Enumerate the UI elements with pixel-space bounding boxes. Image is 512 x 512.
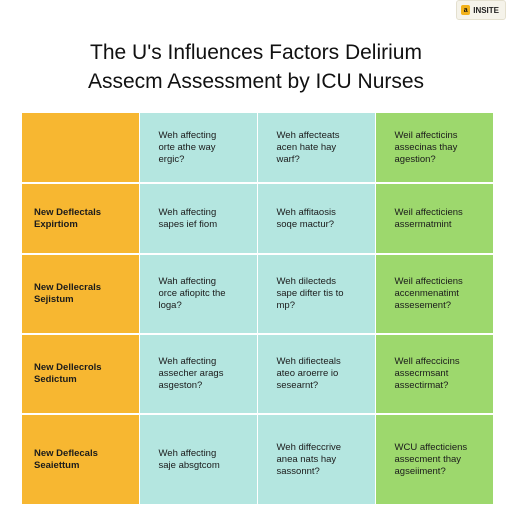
title-line-2: Assecm Assessment by ICU Nurses (87, 70, 425, 93)
row-label-cell: New Dellecrols Sedictum (22, 335, 139, 413)
cell-text: Weh affecting saje absgtcom (158, 447, 220, 471)
cell-text: Weh affecting sapes ief fiom (158, 206, 218, 230)
table-cell: Weil affecticiens accenmenatimt asseseme… (376, 255, 493, 333)
cell-text: Weh affitaosis soqe mactur? (276, 206, 336, 230)
brand-badge: a INSITE (456, 0, 506, 20)
cell-text: Wah affecting orce afiopitc the loga? (158, 276, 226, 311)
table-cell: Weh dilecteds sape difter tis to mp? (258, 255, 375, 333)
brand-label: INSITE (473, 5, 499, 15)
table-cell: WCU affecticiens assecment thay agseiime… (376, 415, 493, 504)
factors-table: Weh affecting orte athe way ergic? Weh a… (22, 113, 493, 507)
row-label-cell: New Deflecals Seaiettum (22, 415, 139, 504)
page-title: The U's Influences Factors Delirium Asse… (0, 38, 512, 96)
table-cell: Weh difiecteals ateo aroerre io sesearnt… (258, 335, 375, 413)
cell-text: Weh affecting orte athe way ergic? (158, 129, 217, 165)
cell-text: WCU affecticiens assecment thay agseiime… (394, 441, 468, 477)
table-cell: Weh affecting sapes ief fiom (140, 184, 257, 253)
cell-text: Weil affecticins assecinas thay agestion… (394, 129, 458, 165)
table-cell: Wah affecting orce afiopitc the loga? (140, 255, 257, 333)
cell-text: Weh affecteats acen hate hay warf? (276, 129, 340, 165)
cell-text: Weil affecticiens assermatmint (394, 206, 463, 230)
cell-text: Weh affecting assecher arags asgeston? (158, 356, 224, 391)
table-cell: Weil affecticiens assermatmint (376, 184, 493, 253)
table-cell: Weh affecting assecher arags asgeston? (140, 335, 257, 413)
title-line-1: The U's Influences Factors Delirium (90, 41, 422, 64)
cell-text: Well affeccicins assecrmsant assectirmat… (394, 356, 460, 391)
brand-logo-icon: a (461, 5, 471, 15)
cell-text: Weh dilecteds sape difter tis to mp? (276, 276, 344, 311)
table-cell: Weh affecteats acen hate hay warf? (258, 113, 375, 182)
row-label: New Deflecals Seaiettum (34, 447, 98, 471)
table-cell: Weil affecticins assecinas thay agestion… (376, 113, 493, 182)
cell-text: Weh difiecteals ateo aroerre io sesearnt… (276, 356, 341, 391)
row-label-cell: New Dellecrals Sejistum (22, 255, 139, 333)
table-cell: Weh diffeccrive anea nats hay sassonnt? (258, 415, 375, 504)
row-label: New Deflectals Expirtiom (34, 206, 102, 230)
table-cell: Weh affitaosis soqe mactur? (258, 184, 375, 253)
table-cell: Weh affecting saje absgtcom (140, 415, 257, 504)
cell-text: Weh diffeccrive anea nats hay sassonnt? (276, 441, 342, 477)
row-label-cell: New Deflectals Expirtiom (22, 184, 139, 253)
table-cell: Weh affecting orte athe way ergic? (140, 113, 257, 182)
row-label-cell (22, 113, 139, 182)
row-label: New Dellecrals Sejistum (34, 282, 102, 305)
cell-text: Weil affecticiens accenmenatimt asseseme… (394, 276, 463, 311)
row-label: New Dellecrols Sedictum (34, 362, 102, 385)
table-cell: Well affeccicins assecrmsant assectirmat… (376, 335, 493, 413)
